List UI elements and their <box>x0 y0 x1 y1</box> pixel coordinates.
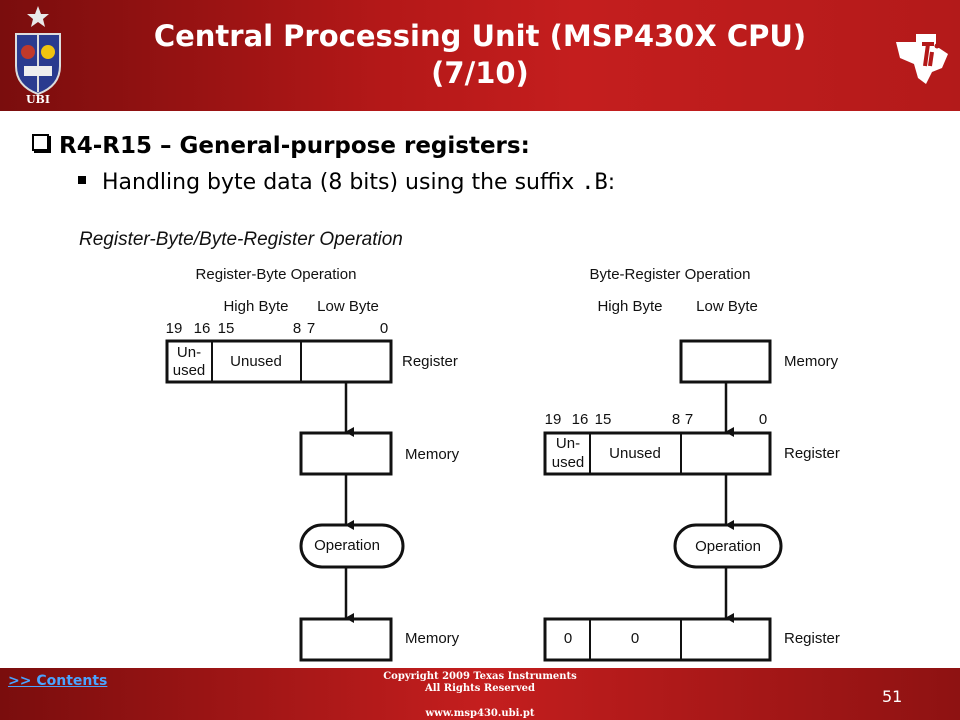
right-zero-2: 0 <box>631 630 639 647</box>
bullet2-suffix: : <box>607 170 616 195</box>
website-text: www.msp430.ubi.pt <box>425 708 535 719</box>
ubi-logo-text: UBI <box>26 93 50 104</box>
left-unused-small-2: used <box>173 362 206 379</box>
right-bit-19: 19 <box>545 411 562 428</box>
right-operation-box <box>673 523 783 569</box>
bullet-general-purpose-registers: R4-R15 – General-purpose registers: <box>32 133 530 159</box>
title-line-2: (7/10) <box>431 56 529 90</box>
left-result-memory-box <box>299 617 393 662</box>
right-unused-small-1: Un- <box>556 435 580 452</box>
slide-title: Central Processing Unit (MSP430X CPU) (7… <box>80 18 880 92</box>
left-bit-15: 15 <box>218 320 235 337</box>
left-bit-19: 19 <box>166 320 183 337</box>
left-bit-8: 8 <box>293 320 301 337</box>
right-bit-7: 7 <box>685 411 693 428</box>
right-high-byte: High Byte <box>597 298 662 315</box>
left-bit-7: 7 <box>307 320 315 337</box>
right-memory-box <box>679 339 772 384</box>
title-line-1: Central Processing Unit (MSP430X CPU) <box>153 19 807 53</box>
footer-bar: >> Contents Copyright 2009 Texas Instrum… <box>0 668 960 720</box>
bullet2-code: .B <box>581 170 608 195</box>
header-bar: UBI Central Processing Unit (MSP430X CPU… <box>0 0 960 111</box>
right-bit-0: 0 <box>759 411 767 428</box>
left-low-byte: Low Byte <box>317 298 379 315</box>
right-title: Byte-Register Operation <box>590 266 751 283</box>
right-box1-label: Memory <box>784 353 839 370</box>
copyright-block: Copyright 2009 Texas Instruments All Rig… <box>340 671 620 720</box>
right-register-box: Un- used Unused <box>543 431 772 476</box>
right-bit-16: 16 <box>572 411 589 428</box>
bullet1-text: R4-R15 – General-purpose registers: <box>59 133 530 159</box>
copyright-line-1: Copyright 2009 Texas Instruments <box>383 671 577 682</box>
bullet-byte-data: Handling byte data (8 bits) using the su… <box>78 170 615 195</box>
left-high-byte: High Byte <box>223 298 288 315</box>
square-bullet-icon <box>78 176 86 184</box>
checkbox-bullet-icon <box>32 134 49 151</box>
left-box2-label: Memory <box>405 446 460 463</box>
copyright-line-2: All Rights Reserved <box>424 683 536 694</box>
left-box3-label: Memory <box>405 630 460 647</box>
bullet2-prefix: Handling byte data (8 bits) using the su… <box>102 170 582 195</box>
left-unused-small-1: Un- <box>177 344 201 361</box>
right-low-byte: Low Byte <box>696 298 758 315</box>
left-memory-box <box>299 431 393 476</box>
right-zero-1: 0 <box>564 630 572 647</box>
register-byte-diagram: Register-Byte/Byte-Register Operation Re… <box>79 229 840 662</box>
left-title: Register-Byte Operation <box>196 266 357 283</box>
right-box2-label: Register <box>784 445 840 462</box>
contents-link[interactable]: >> Contents <box>8 673 108 689</box>
page-number: 51 <box>882 687 903 706</box>
right-operation: Operation <box>695 538 761 555</box>
right-unused-small-2: used <box>552 454 585 471</box>
left-operation-box <box>299 523 405 569</box>
left-box1-label: Register <box>402 353 458 370</box>
ubi-crest-logo: UBI <box>15 6 61 104</box>
right-bit-15: 15 <box>595 411 612 428</box>
left-bit-0: 0 <box>380 320 388 337</box>
left-operation: Operation <box>314 537 380 554</box>
right-result-register-box: 0 0 <box>543 617 772 662</box>
left-bit-16: 16 <box>194 320 211 337</box>
right-bit-8: 8 <box>672 411 680 428</box>
register-byte-section: Register-Byte Operation High Byte Low By… <box>165 266 460 662</box>
left-unused: Unused <box>230 353 282 370</box>
left-register-box: Un- used Unused <box>165 339 393 384</box>
right-unused: Unused <box>609 445 661 462</box>
byte-register-section: Byte-Register Operation High Byte Low By… <box>543 266 840 662</box>
right-box3-label: Register <box>784 630 840 647</box>
diagram-heading: Register-Byte/Byte-Register Operation <box>79 229 403 250</box>
texas-instruments-logo <box>896 34 948 84</box>
